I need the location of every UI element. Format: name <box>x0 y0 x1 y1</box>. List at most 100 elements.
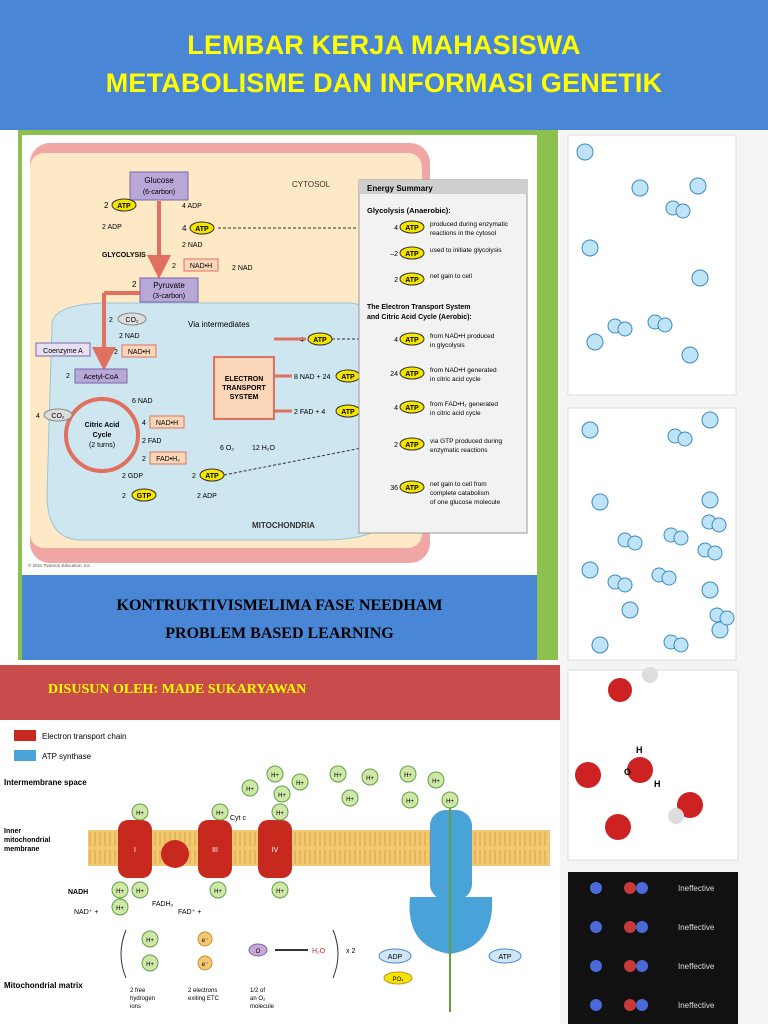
pyruvate-sub: (3-carbon) <box>153 293 185 300</box>
molecule-particle <box>689 177 707 195</box>
molecule-particle <box>576 143 594 161</box>
atp-text: ATP <box>405 442 419 449</box>
pyruvate-box <box>139 277 199 303</box>
summary-desc-2: complete catabolism <box>430 490 489 497</box>
h-ion <box>291 773 309 791</box>
energy-summary-header <box>359 180 527 194</box>
complex-i-label: I <box>134 847 136 854</box>
water-product: H₂O <box>312 948 326 955</box>
electron-text: e⁻ <box>202 962 209 968</box>
matrix-label: Mitochondrial matrix <box>4 981 83 990</box>
h-ion-label: H+ <box>276 811 284 817</box>
acetyl-count: 2 <box>66 373 70 380</box>
nadplus-label: NAD⁺ + <box>74 909 99 916</box>
atp-badge <box>399 366 425 380</box>
molecule-particle <box>661 570 677 586</box>
water-oxygen <box>677 792 703 818</box>
fad2-label: 2 FAD <box>142 438 161 445</box>
water-oxygen <box>575 762 601 788</box>
h-ion <box>441 791 459 809</box>
summary-desc-1: produced during enzymatic <box>430 221 509 228</box>
complex-iii-label: III <box>212 847 218 854</box>
ets-label-2: TRANSPORT <box>222 385 266 392</box>
inner-label-3: membrane <box>4 846 40 853</box>
h-ion <box>211 803 229 821</box>
h-ion <box>111 898 129 916</box>
fadplus-label: FAD⁺ + <box>178 909 201 916</box>
etc-svg: Electron transport chain ATP synthase In… <box>4 730 550 1012</box>
h-ion-label: H+ <box>136 811 144 817</box>
inner-label-2: mitochondrial <box>4 837 50 844</box>
atp-badge <box>189 221 215 235</box>
hplus-eq: H+ <box>146 962 154 968</box>
collision-molecule <box>624 999 636 1011</box>
h-ion <box>271 881 289 899</box>
water-oxygen <box>627 757 653 783</box>
nadh-count-2: 2 <box>114 349 118 356</box>
summary-desc-1: via GTP produced during <box>430 438 503 445</box>
molecule-particle <box>711 517 727 533</box>
legend-synthase-swatch <box>14 750 36 761</box>
half-1: 1/2 of <box>250 988 265 994</box>
molecule-particle <box>657 317 673 333</box>
glycolysis-label: GLYCOLYSIS <box>102 252 146 259</box>
water-h2: H <box>654 779 661 789</box>
complex-iii <box>198 820 232 878</box>
summary-desc-1: from NAD•H generated <box>430 367 497 374</box>
glycolysis-heading: Glycolysis (Anaerobic): <box>367 206 451 215</box>
co2-count: 2 <box>109 317 113 324</box>
molecule-particle <box>627 535 643 551</box>
molecule-particle <box>581 561 599 579</box>
citric-cycle-ring <box>64 397 140 473</box>
legend-chain: Electron transport chain <box>42 732 127 741</box>
collision-molecule <box>590 882 602 894</box>
collision-molecule <box>590 960 602 972</box>
summary-count: 2 <box>394 277 398 284</box>
nadh-box <box>183 258 219 272</box>
h-ion <box>209 881 227 899</box>
nadh-count: 2 <box>172 263 176 270</box>
nad-in-2: 2 NAD <box>119 333 140 340</box>
h-ion-label: H+ <box>432 779 440 785</box>
gtp-count: 2 <box>122 493 126 500</box>
fadh2-count: 2 <box>142 456 146 463</box>
molecule-particle <box>719 610 735 626</box>
atp-text: ATP <box>405 277 419 284</box>
oxygen-eq <box>248 943 268 957</box>
molecule-particle <box>581 421 599 439</box>
author-label: DISUSUN OLEH: MADE SUKARYAWAN <box>48 682 307 697</box>
adp-badge <box>378 948 412 964</box>
ineffective-label: Ineffective <box>678 1001 715 1010</box>
co2-count-4: 4 <box>36 413 40 420</box>
collision-molecule <box>590 999 602 1011</box>
method-line-1: KONTRUKTIVISMELIMA FASE NEEDHAM <box>116 597 443 614</box>
h-ion-label: H+ <box>276 889 284 895</box>
electron-transport-diagram: Electron transport chain ATP synthase In… <box>0 722 560 1024</box>
atp-badge <box>399 480 425 494</box>
co2-text: CO₂ <box>125 317 139 324</box>
summary-desc-1: net gain to cell from <box>430 481 487 488</box>
aerobic-heading-1: The Electron Transport System <box>367 304 470 311</box>
pyruvate-count: 2 <box>132 280 137 289</box>
respiration-svg: CYTOSOL MITOCHONDRIA Glucose (6-carbon) … <box>22 135 537 575</box>
nadh-label: NADH <box>68 889 88 896</box>
half-3: molecule <box>250 1004 275 1010</box>
nadh-box-2 <box>121 344 157 358</box>
molecule-panel-1 <box>567 134 737 396</box>
gtp-badge <box>131 488 157 502</box>
ets-label-1: ELECTRON <box>225 376 264 383</box>
summary-count: –2 <box>390 251 398 258</box>
h-ion <box>266 765 284 783</box>
atp-text: ATP <box>405 485 419 492</box>
adp-2: 2 ADP <box>197 493 217 500</box>
atp-product-text: ATP <box>498 954 511 961</box>
citric-label-2: Cycle <box>93 432 112 439</box>
atp-badge <box>111 198 137 212</box>
collision-molecule <box>624 960 636 972</box>
coenzyme-a-box <box>35 342 91 357</box>
molecule-particle <box>673 530 689 546</box>
collision-molecule <box>636 921 648 933</box>
h-ion <box>341 789 359 807</box>
energy-summary-title: Energy Summary <box>367 184 433 193</box>
electron-eq <box>197 955 213 971</box>
